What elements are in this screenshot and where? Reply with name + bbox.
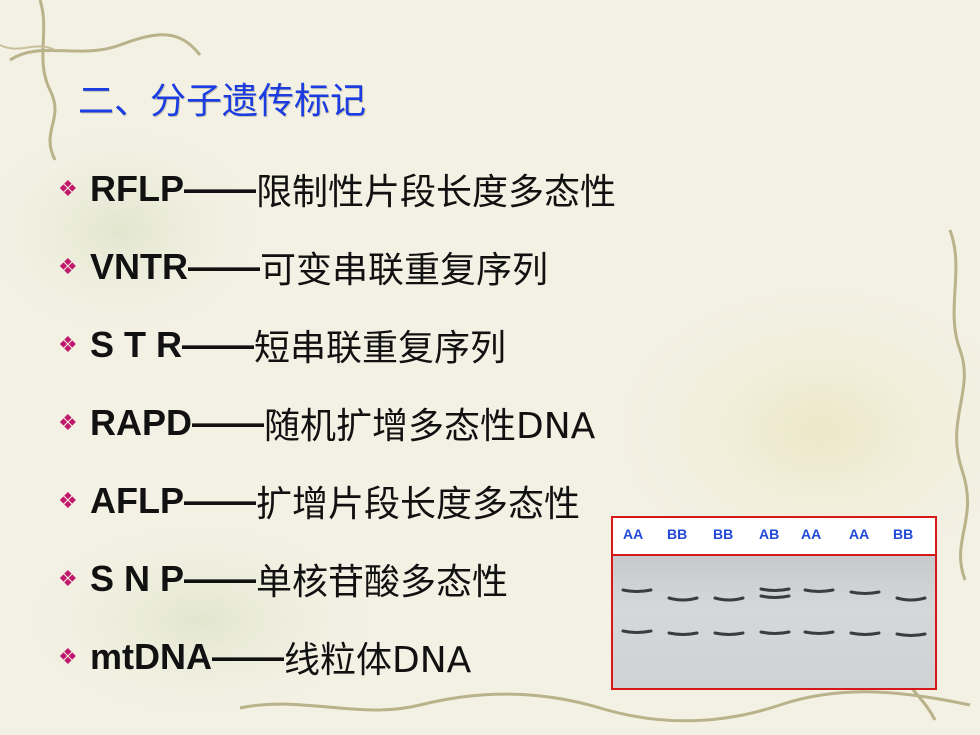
list-item: ❖ S N P——单核苷酸多态性 [58, 540, 616, 618]
marker-desc: 限制性片段长度多态性 [256, 172, 617, 213]
list-item: ❖ RFLP——限制性片段长度多态性 [58, 150, 616, 228]
list-item: ❖ AFLP——扩增片段长度多态性 [58, 462, 616, 540]
gel-electrophoresis-figure: AA BB BB AB AA AA BB [611, 516, 937, 690]
marker-list: ❖ RFLP——限制性片段长度多态性 ❖ VNTR——可变串联重复序列 ❖ S … [58, 150, 616, 696]
diamond-bullet-icon: ❖ [58, 566, 78, 592]
marker-abbr: AFLP—— [90, 480, 256, 521]
diamond-bullet-icon: ❖ [58, 488, 78, 514]
diamond-bullet-icon: ❖ [58, 332, 78, 358]
slide-title: 二、分子遗传标记 [78, 81, 367, 122]
marker-desc: 可变串联重复序列 [260, 250, 549, 291]
marker-abbr: S N P—— [90, 558, 257, 599]
lane-label: AA [623, 526, 644, 542]
list-item: ❖ RAPD——随机扩增多态性DNA [58, 384, 616, 462]
diamond-bullet-icon: ❖ [58, 254, 78, 280]
marker-abbr: RAPD—— [90, 402, 265, 443]
marker-desc: 短串联重复序列 [254, 328, 507, 369]
gel-bands [621, 587, 927, 637]
marker-desc: 线粒体DNA [284, 640, 472, 681]
list-item: ❖ VNTR——可变串联重复序列 [58, 228, 616, 306]
list-item: ❖ mtDNA——线粒体DNA [58, 618, 616, 696]
marker-abbr: S T R—— [90, 324, 255, 365]
marker-desc: 扩增片段长度多态性 [256, 484, 581, 525]
marker-abbr: RFLP—— [90, 168, 256, 209]
diamond-bullet-icon: ❖ [58, 644, 78, 670]
lane-label: AA [801, 526, 822, 542]
diamond-bullet-icon: ❖ [58, 176, 78, 202]
diamond-bullet-icon: ❖ [58, 410, 78, 436]
lane-label: AB [759, 526, 780, 542]
marker-abbr: VNTR—— [90, 246, 260, 287]
list-item: ❖ S T R——短串联重复序列 [58, 306, 616, 384]
marker-desc: 随机扩增多态性DNA [264, 406, 596, 447]
gel-lane-labels: AA BB BB AB AA AA BB [613, 518, 935, 556]
lane-label: BB [893, 526, 914, 542]
lane-label: BB [713, 526, 734, 542]
marker-abbr: mtDNA—— [90, 636, 284, 677]
marker-desc: 单核苷酸多态性 [256, 562, 509, 603]
lane-label: AA [849, 526, 870, 542]
lane-label: BB [667, 526, 688, 542]
gel-image [613, 556, 935, 688]
